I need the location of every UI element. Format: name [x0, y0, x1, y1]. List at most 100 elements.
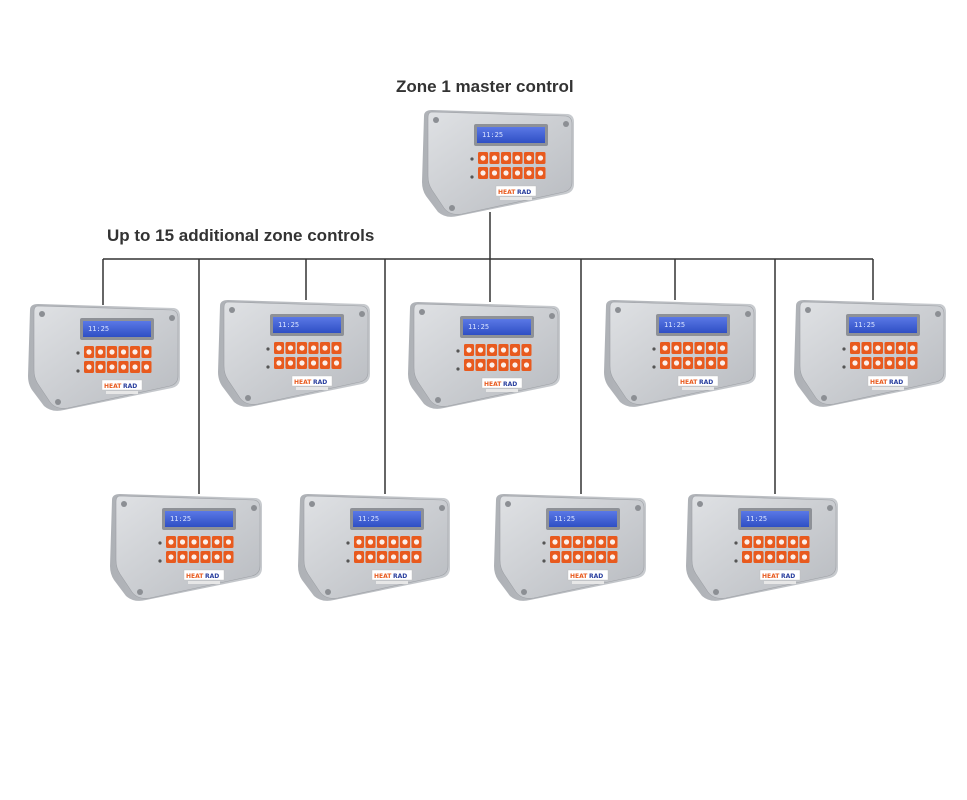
brand-logo: HEAT: [680, 379, 698, 386]
keypad-symbol-icon: [767, 554, 773, 560]
keypad-symbol-icon: [685, 345, 691, 351]
keypad-symbol-icon: [132, 364, 138, 370]
keypad-symbol-icon: [801, 539, 808, 545]
keypad-symbol-icon: [598, 539, 604, 545]
keypad: [354, 536, 422, 563]
keypad-symbol-icon: [909, 345, 916, 351]
keypad-symbol-icon: [708, 360, 714, 366]
display-readout: 11:25: [854, 321, 875, 329]
keypad-symbol-icon: [537, 155, 544, 161]
keypad-symbol-icon: [179, 539, 186, 545]
zone-control-master: 11:25 HEAT RAD: [418, 106, 576, 224]
keypad-symbol-icon: [744, 554, 750, 560]
keypad-symbol-icon: [609, 539, 616, 545]
keypad-symbol-icon: [390, 539, 397, 545]
brand-logo: HEAT: [498, 189, 516, 196]
keypad-symbol-icon: [489, 347, 495, 353]
brand-logo: HEAT: [374, 573, 392, 580]
zone-control-device: 11:25 HEAT RAD: [494, 494, 646, 601]
keypad-symbol-icon: [97, 349, 104, 355]
keypad-symbol-icon: [333, 360, 340, 366]
brand-logo: HEAT: [762, 573, 780, 580]
keypad-symbol-icon: [586, 554, 593, 560]
keypad-symbol-icon: [202, 554, 209, 560]
brand-logo: HEAT: [186, 573, 204, 580]
keypad-symbol-icon: [477, 347, 484, 353]
keypad-symbol-icon: [526, 170, 532, 176]
zone-control-row2-2: 11:25 HEAT RAD: [294, 490, 452, 608]
additional-controls-label: Up to 15 additional zone controls: [107, 226, 375, 245]
keypad-symbol-icon: [575, 554, 581, 560]
keypad-symbol-icon: [276, 345, 282, 351]
brand-logo: HEAT: [484, 381, 502, 388]
zone-control-device: 11:25 HEAT RAD: [298, 494, 450, 601]
keypad-symbol-icon: [875, 360, 881, 366]
keypad-symbol-icon: [898, 345, 904, 351]
brand-logo: RAD: [781, 573, 795, 580]
keypad-symbol-icon: [767, 539, 773, 545]
keypad-symbol-icon: [875, 345, 881, 351]
keypad-symbol-icon: [109, 349, 115, 355]
keypad-symbol-icon: [552, 554, 558, 560]
brand-logo: RAD: [889, 379, 903, 386]
keypad-symbol-icon: [86, 364, 92, 370]
display-readout: 11:25: [746, 515, 767, 523]
keypad-symbol-icon: [310, 345, 317, 351]
keypad-symbol-icon: [480, 155, 486, 161]
keypad: [742, 536, 810, 563]
keypad-symbol-icon: [662, 360, 668, 366]
keypad-symbol-icon: [276, 360, 282, 366]
zone-control-device: 11:25 HEAT RAD: [422, 110, 574, 217]
keypad-symbol-icon: [719, 345, 726, 351]
keypad-symbol-icon: [379, 539, 385, 545]
zone-control-row1-2: 11:25 HEAT RAD: [214, 296, 372, 414]
keypad-symbol-icon: [287, 360, 294, 366]
keypad-symbol-icon: [512, 347, 518, 353]
keypad-symbol-icon: [109, 364, 115, 370]
keypad-symbol-icon: [514, 155, 521, 161]
keypad-symbol-icon: [852, 360, 858, 366]
zone-control-device: 11:25 HEAT RAD: [794, 300, 946, 407]
zone-control-device: 11:25 HEAT RAD: [604, 300, 756, 407]
keypad-symbol-icon: [402, 539, 408, 545]
keypad-symbol-icon: [708, 345, 714, 351]
keypad: [550, 536, 618, 563]
keypad-symbol-icon: [512, 362, 518, 368]
keypad-symbol-icon: [662, 345, 668, 351]
keypad: [166, 536, 234, 563]
zone-control-row2-3: 11:25 HEAT RAD: [490, 490, 648, 608]
zone-control-row1-4: 11:25 HEAT RAD: [600, 296, 758, 414]
keypad: [84, 346, 152, 373]
brand-logo: RAD: [503, 381, 517, 388]
keypad: [478, 152, 546, 179]
keypad-symbol-icon: [575, 539, 581, 545]
keypad-symbol-icon: [356, 539, 362, 545]
brand-logo: HEAT: [104, 383, 122, 390]
keypad-symbol-icon: [552, 539, 558, 545]
display-readout: 11:25: [278, 321, 299, 329]
brand-logo: HEAT: [870, 379, 888, 386]
keypad-symbol-icon: [886, 360, 893, 366]
keypad-symbol-icon: [755, 554, 762, 560]
keypad-symbol-icon: [790, 554, 796, 560]
zone-control-device: 11:25 HEAT RAD: [218, 300, 370, 407]
keypad-symbol-icon: [402, 554, 408, 560]
keypad-symbol-icon: [500, 347, 507, 353]
zone-control-row2-1: 11:25 HEAT RAD: [106, 490, 264, 608]
display-readout: 11:25: [358, 515, 379, 523]
keypad-symbol-icon: [477, 362, 484, 368]
keypad-symbol-icon: [801, 554, 808, 560]
keypad-symbol-icon: [523, 347, 530, 353]
keypad-symbol-icon: [503, 155, 509, 161]
brand-logo: RAD: [393, 573, 407, 580]
brand-logo: RAD: [589, 573, 603, 580]
keypad-symbol-icon: [586, 539, 593, 545]
keypad-symbol-icon: [909, 360, 916, 366]
keypad-symbol-icon: [120, 364, 127, 370]
keypad-symbol-icon: [719, 360, 726, 366]
keypad-symbol-icon: [514, 170, 521, 176]
keypad-symbol-icon: [537, 170, 544, 176]
keypad-symbol-icon: [598, 554, 604, 560]
keypad-symbol-icon: [168, 539, 174, 545]
